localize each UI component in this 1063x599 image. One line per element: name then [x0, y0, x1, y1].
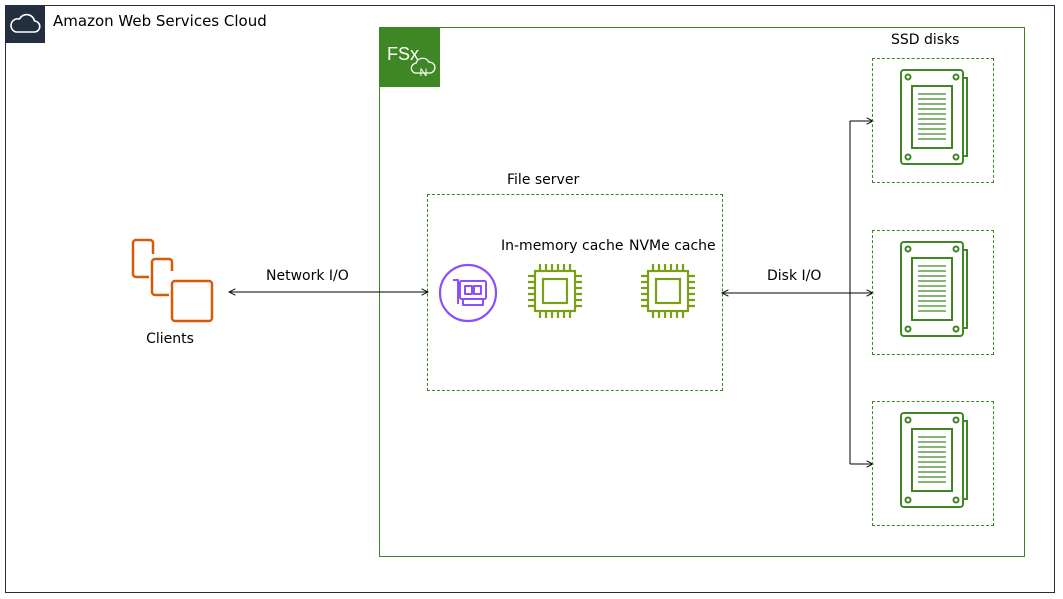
ssd-disks-title: SSD disks: [891, 32, 960, 48]
file-server-title: File server: [507, 172, 580, 188]
nvme-cache-label: NVMe cache: [629, 238, 716, 254]
clients-icon: [125, 234, 220, 326]
ssd-disk-group-2: [872, 230, 994, 355]
aws-cloud-group: [5, 5, 1055, 593]
ssd-disk-group-3: [872, 401, 994, 526]
in-memory-cache-label: In-memory cache: [501, 238, 624, 254]
ssd-disk-group-1: [872, 58, 994, 183]
network-io-label: Network I/O: [266, 268, 349, 284]
clients-label: Clients: [146, 331, 194, 347]
svg-text:N: N: [420, 67, 428, 79]
disk-io-label: Disk I/O: [767, 268, 822, 284]
disk-icon: [897, 411, 969, 511]
cloud-group-title: Amazon Web Services Cloud: [53, 12, 267, 30]
disk-icon: [897, 68, 969, 168]
fsx-netapp-icon: FSx N: [379, 27, 440, 87]
disk-icon: [897, 240, 969, 340]
file-server-group: [427, 194, 723, 391]
svg-text:FSx: FSx: [387, 44, 419, 64]
network-adapter-icon: [437, 263, 499, 323]
in-memory-cache-chip-icon: [524, 260, 586, 322]
cloud-icon: [5, 5, 45, 43]
nvme-cache-chip-icon: [637, 260, 699, 322]
